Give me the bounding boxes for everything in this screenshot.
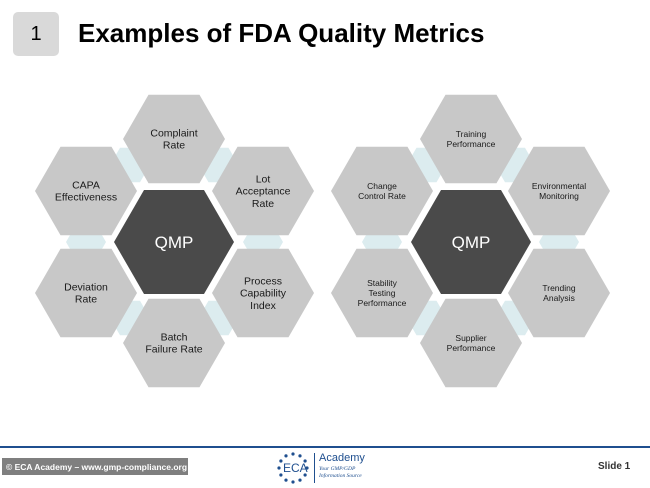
logo-star	[277, 466, 281, 470]
logo-tagline: Your GMP/GDP Information Source	[319, 466, 362, 479]
footer-copyright: © ECA Academy – www.gmp-compliance.org	[2, 458, 188, 475]
logo-star	[279, 459, 283, 463]
center-label: QMP	[155, 233, 194, 252]
logo-academy-text: Academy	[319, 452, 365, 464]
eca-stars-icon	[277, 452, 309, 484]
page-title: Examples of FDA Quality Metrics	[78, 18, 485, 48]
slide-number-box: 1	[13, 12, 59, 56]
eca-academy-logo: ECA Academy Your GMP/GDP Information Sou…	[276, 451, 386, 485]
metric-hexagon	[35, 146, 137, 236]
logo-star	[303, 459, 307, 463]
slide-label: Slide 1	[598, 461, 631, 472]
metric-hexagon	[420, 94, 522, 184]
center-hexagon	[411, 190, 531, 294]
footer-divider	[0, 446, 650, 448]
logo-star	[284, 478, 288, 482]
metric-hexagon	[35, 248, 137, 338]
metric-hexagon	[212, 146, 314, 236]
metric-hexagon	[123, 94, 225, 184]
logo-star	[291, 480, 295, 484]
logo-separator	[314, 453, 315, 483]
center-hexagon	[114, 190, 234, 294]
metric-hexagon	[212, 248, 314, 338]
logo-star	[291, 452, 295, 456]
metric-hexagon	[508, 146, 610, 236]
metric-hexagon	[331, 146, 433, 236]
metric-hexagon	[123, 298, 225, 388]
logo-eca-text: ECA	[283, 461, 308, 475]
metric-hexagon	[331, 248, 433, 338]
logo-star	[284, 454, 288, 458]
logo-star	[303, 473, 307, 477]
center-label: QMP	[452, 233, 491, 252]
logo-star	[279, 473, 283, 477]
logo-star	[298, 454, 302, 458]
metric-hexagon	[420, 298, 522, 388]
metric-hexagon	[508, 248, 610, 338]
logo-star	[298, 478, 302, 482]
logo-star	[305, 466, 309, 470]
